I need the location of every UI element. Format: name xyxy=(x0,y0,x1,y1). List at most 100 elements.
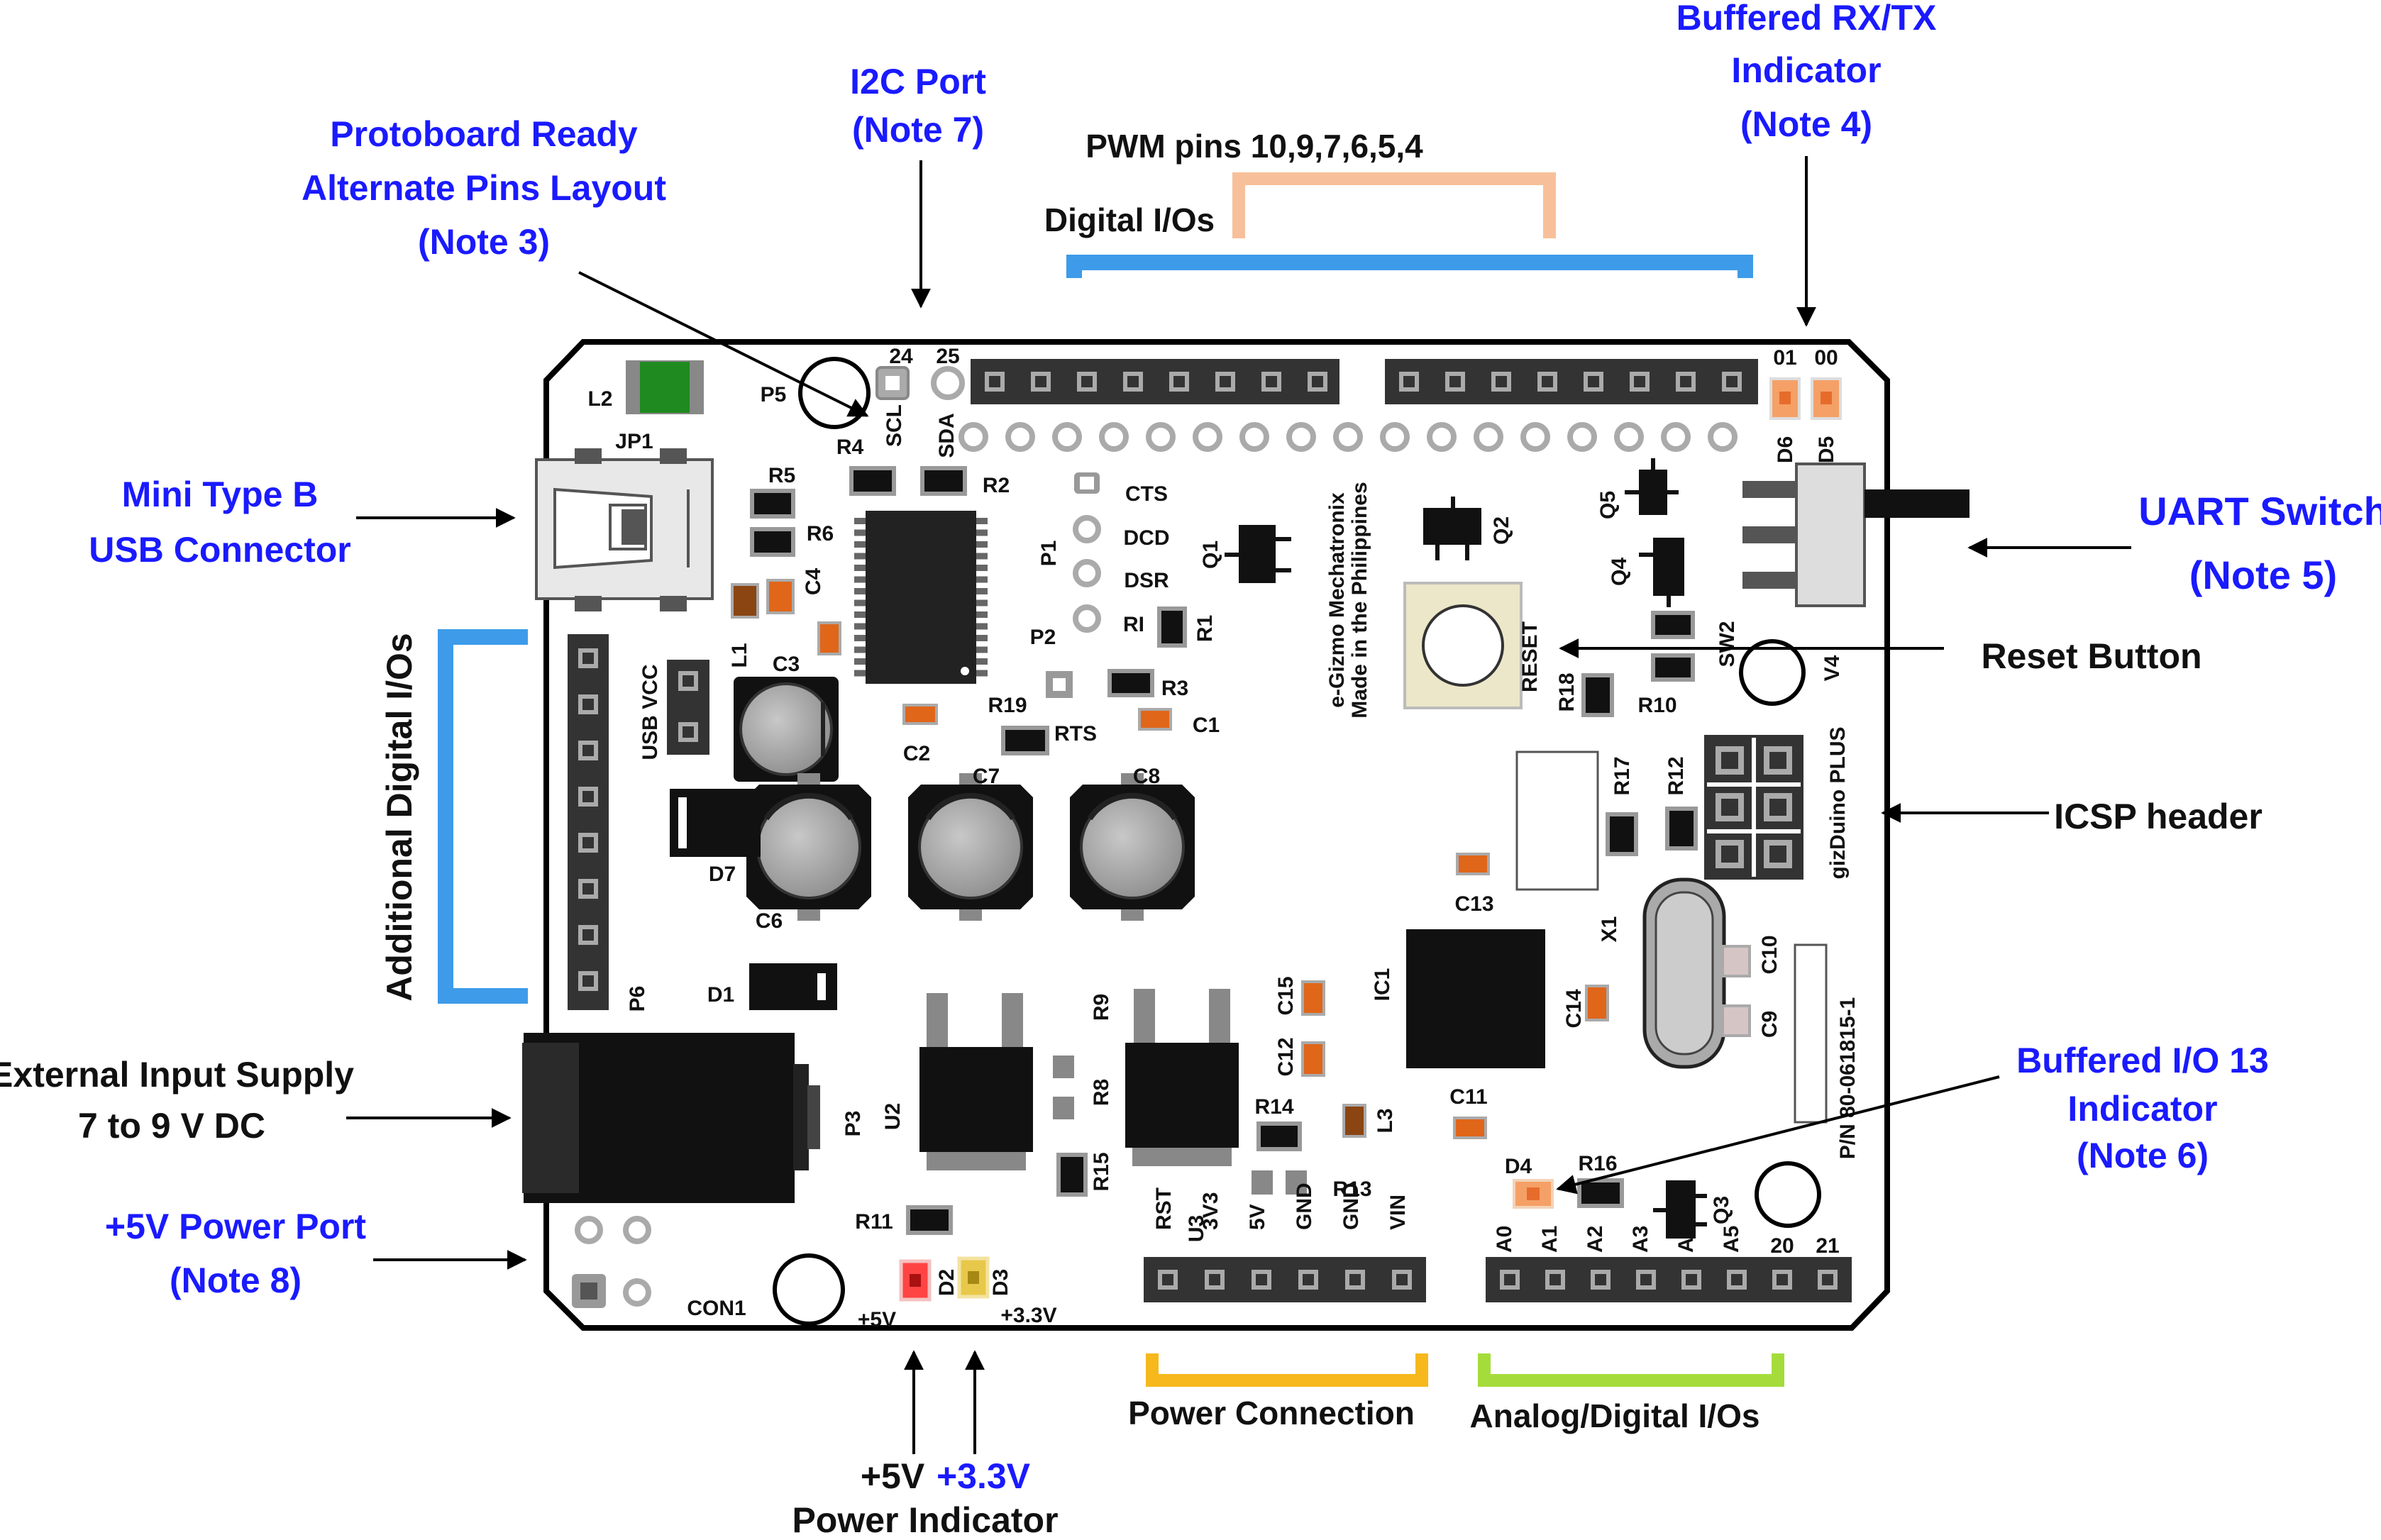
svg-text:R15: R15 xyxy=(1090,1152,1113,1191)
label-jp1: JP1 xyxy=(615,430,653,453)
io13-callout-line3: (Note 6) xyxy=(2077,1136,2209,1175)
svg-text:Q5: Q5 xyxy=(1596,491,1620,519)
svg-text:Q1: Q1 xyxy=(1199,541,1222,569)
r11-resistor xyxy=(908,1207,951,1233)
power-indicator-label: Power Indicator xyxy=(792,1500,1058,1536)
power-bracket-label: Power Connection xyxy=(1128,1395,1415,1431)
svg-text:+3.3V: +3.3V xyxy=(1000,1304,1056,1327)
svg-text:DCD: DCD xyxy=(1124,526,1170,550)
svg-text:R9: R9 xyxy=(1090,994,1113,1021)
analog-pin-label: 20 xyxy=(1770,1234,1794,1258)
protoboard-callout-line1: Protoboard Ready xyxy=(330,114,638,154)
icsp-callout: ICSP header xyxy=(2054,797,2263,836)
uart-switch-lever[interactable] xyxy=(1865,489,1970,518)
svg-text:X1: X1 xyxy=(1598,916,1621,943)
protoboard-pad xyxy=(1195,425,1220,449)
ext-supply-callout-line1: External Input Supply xyxy=(0,1055,354,1095)
power-pin-label: GND xyxy=(1339,1182,1363,1230)
label-24: 24 xyxy=(889,345,913,368)
svg-text:Q4: Q4 xyxy=(1608,558,1631,586)
protoboard-pad xyxy=(1476,425,1501,449)
analog-pin-label: A1 xyxy=(1538,1226,1562,1253)
c12-capacitor xyxy=(1303,1043,1324,1075)
svg-text:P2: P2 xyxy=(1030,626,1056,649)
svg-text:D2: D2 xyxy=(935,1269,959,1296)
svg-text:D4: D4 xyxy=(1505,1155,1532,1178)
analog-pin-label: 21 xyxy=(1816,1234,1839,1258)
svg-text:C12: C12 xyxy=(1274,1037,1298,1076)
digital-bracket-label: Digital I/Os xyxy=(1044,201,1215,238)
r1-resistor xyxy=(1159,609,1185,646)
svg-text:C3: C3 xyxy=(773,653,800,676)
r12-resistor xyxy=(1667,809,1696,848)
c13-capacitor xyxy=(1457,854,1488,874)
r19-resistor xyxy=(1003,728,1047,753)
r5-resistor xyxy=(752,491,793,516)
svg-text:C8: C8 xyxy=(1133,765,1160,788)
analog-header xyxy=(1486,1257,1852,1302)
analog-bracket-label: Analog/Digital I/Os xyxy=(1470,1397,1760,1434)
part-number: P/N 80-061815-1 xyxy=(1836,997,1860,1160)
sda-pad xyxy=(934,369,962,397)
r3-resistor xyxy=(1110,671,1152,695)
svg-text:D7: D7 xyxy=(709,863,736,886)
ic1-microcontroller xyxy=(1406,929,1545,1068)
svg-text:C10: C10 xyxy=(1758,935,1781,974)
usb-serial-ic xyxy=(866,511,976,684)
svg-text:Q2: Q2 xyxy=(1490,516,1513,545)
svg-text:U3: U3 xyxy=(1185,1215,1208,1242)
rxtx-callout-line3: (Note 4) xyxy=(1740,104,1872,144)
power-indicator-3v3: +3.3V xyxy=(937,1456,1031,1496)
c4-capacitor xyxy=(768,580,793,613)
c15-capacitor xyxy=(1303,982,1324,1014)
power-indicator-5v: +5V xyxy=(861,1456,925,1496)
pwm-bracket xyxy=(1239,179,1549,238)
usb-callout-line2: USB Connector xyxy=(89,530,350,570)
svg-text:R4: R4 xyxy=(836,436,864,459)
digital-io-bracket xyxy=(1074,262,1745,278)
protoboard-pad xyxy=(1617,425,1641,449)
svg-text:R19: R19 xyxy=(988,694,1027,717)
svg-text:C11: C11 xyxy=(1449,1085,1487,1109)
svg-text:P3: P3 xyxy=(841,1111,865,1137)
5v-port-pad-1 xyxy=(578,1219,600,1241)
svg-text:+5V: +5V xyxy=(858,1308,896,1331)
r17-resistor xyxy=(1608,814,1636,854)
rxtx-callout-line2: Indicator xyxy=(1731,50,1881,90)
svg-text:RESET: RESET xyxy=(1518,621,1542,692)
svg-text:R14: R14 xyxy=(1254,1095,1293,1119)
power-pin-label: RST xyxy=(1152,1187,1176,1230)
protoboard-callout-line3: (Note 3) xyxy=(418,222,550,262)
5v-port-pad-2 xyxy=(626,1219,648,1241)
additional-io-bracket xyxy=(446,637,528,996)
5v-port-callout-line2: (Note 8) xyxy=(170,1261,302,1300)
protoboard-callout-line2: Alternate Pins Layout xyxy=(302,168,666,208)
uart-switch[interactable] xyxy=(1796,464,1865,606)
svg-text:01: 01 xyxy=(1773,346,1796,370)
svg-text:RTS: RTS xyxy=(1054,722,1097,746)
r4-resistor xyxy=(851,468,894,494)
c14-capacitor xyxy=(1586,986,1608,1020)
maker-name: e-Gizmo Mechatronix xyxy=(1325,492,1349,708)
i2c-callout-line2: (Note 7) xyxy=(852,110,984,150)
label-l2: L2 xyxy=(587,387,612,411)
usb-callout-line1: Mini Type B xyxy=(122,475,319,514)
r15-resistor xyxy=(1059,1155,1085,1195)
reset-button-cap[interactable] xyxy=(1423,606,1503,685)
svg-text:R5: R5 xyxy=(768,464,795,487)
q1-transistor xyxy=(1239,525,1276,583)
protoboard-pad xyxy=(1711,425,1735,449)
label-25: 25 xyxy=(936,345,959,368)
r18-resistor xyxy=(1584,675,1612,715)
io13-callout-line1: Buffered I/O 13 xyxy=(2016,1041,2269,1080)
label-sda: SDA xyxy=(935,413,959,458)
l2-inductor xyxy=(640,362,690,413)
protoboard-pad xyxy=(1008,425,1032,449)
r2-resistor xyxy=(922,468,965,494)
board-name: gizDuino PLUS xyxy=(1826,727,1850,880)
svg-text:P1: P1 xyxy=(1037,541,1061,567)
q5-transistor xyxy=(1639,470,1667,515)
svg-text:DSR: DSR xyxy=(1124,569,1169,592)
